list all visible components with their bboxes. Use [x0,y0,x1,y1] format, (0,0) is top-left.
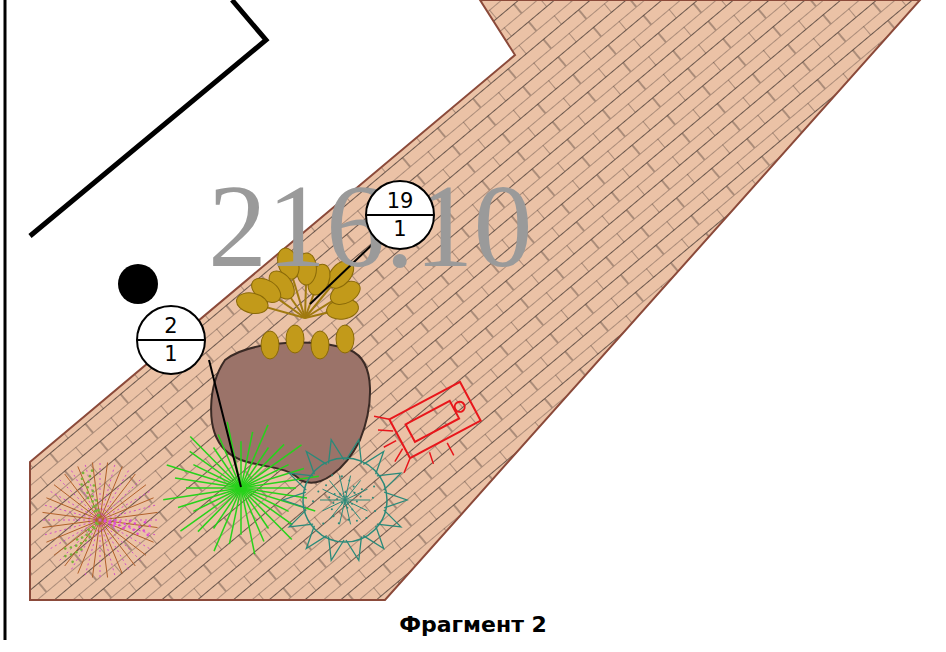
paving [30,0,920,600]
plants [42,245,407,578]
callout-number: 2 [135,316,207,337]
flowering-shrub [42,462,158,578]
caption: Фрагмент 2 [0,612,946,637]
conifer [283,440,407,561]
callout-circle: 191 [364,179,436,251]
callout-number: 19 [364,191,436,212]
grass [163,422,319,554]
frame-line [4,0,7,640]
leader-line [209,360,241,487]
light-fixture [369,373,489,483]
lamp-post [118,264,158,304]
callout-number: 1 [135,344,207,365]
callout-number: 1 [364,219,436,240]
callout-circle: 21 [135,304,207,376]
